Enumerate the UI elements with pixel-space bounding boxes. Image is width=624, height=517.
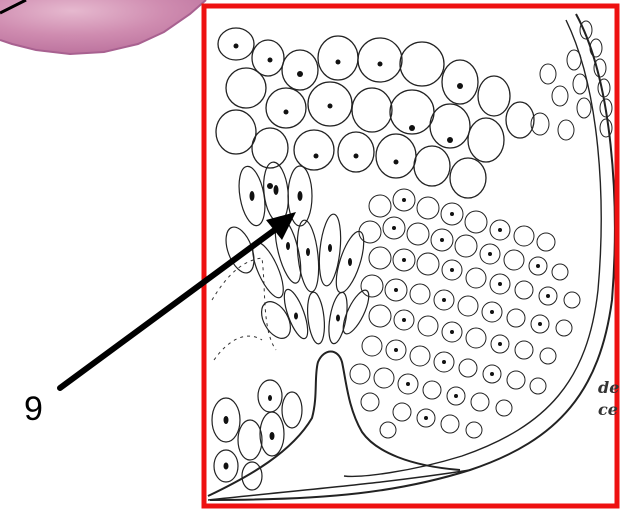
cell-drawing <box>204 6 617 506</box>
figure-label: 9 <box>24 392 43 426</box>
side-text-line-1: de <box>598 380 619 396</box>
side-text-line-2: ce <box>598 402 618 418</box>
stained-tissue-fragment <box>0 0 206 54</box>
